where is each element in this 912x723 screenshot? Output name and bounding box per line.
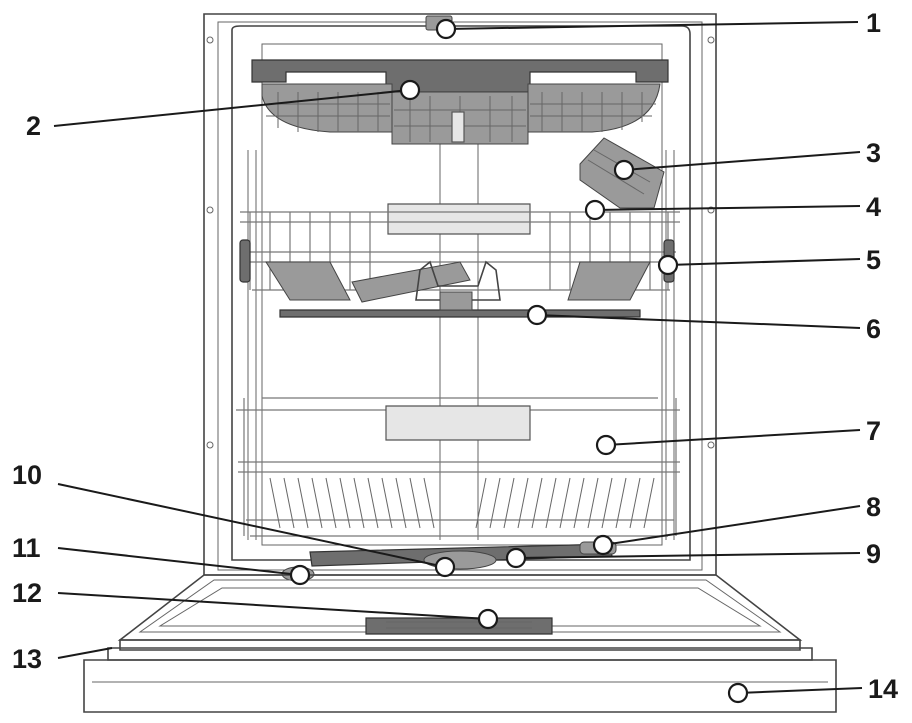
callout-9: 9 <box>866 539 881 569</box>
marker-14 <box>727 682 749 704</box>
marker-6 <box>526 304 548 326</box>
marker-9 <box>505 547 527 569</box>
leader-4 <box>594 205 861 211</box>
callout-8: 8 <box>866 492 881 522</box>
marker-12 <box>477 608 499 630</box>
marker-5 <box>657 254 679 276</box>
marker-8 <box>592 534 614 556</box>
callout-14: 14 <box>868 674 898 704</box>
leader-13 <box>57 647 113 659</box>
leader-14 <box>737 687 863 694</box>
callout-1: 1 <box>866 8 881 38</box>
leader-12 <box>57 592 489 620</box>
leader-1 <box>445 21 859 30</box>
marker-4 <box>584 199 606 221</box>
callout-5: 5 <box>866 245 881 275</box>
callout-4: 4 <box>866 192 881 222</box>
leader-7 <box>605 429 861 446</box>
leader-8 <box>602 505 861 546</box>
upper-basket <box>239 203 680 303</box>
callout-11: 11 <box>12 533 41 563</box>
leader-5 <box>667 258 861 266</box>
leader-11 <box>57 547 301 576</box>
cutlery-drawer <box>251 59 669 145</box>
callout-2: 2 <box>26 111 41 141</box>
leader-lines <box>53 21 863 694</box>
marker-2 <box>399 79 421 101</box>
door-front-panel <box>83 647 837 713</box>
marker-11 <box>289 564 311 586</box>
callout-markers <box>289 18 749 704</box>
leader-2 <box>53 89 411 127</box>
lower-basket <box>236 397 680 537</box>
marker-10 <box>434 556 456 578</box>
callout-13: 13 <box>12 644 42 674</box>
callout-6: 6 <box>866 314 881 344</box>
leader-6 <box>536 314 861 329</box>
callout-12: 12 <box>12 578 42 608</box>
callout-7: 7 <box>866 416 881 446</box>
marker-1 <box>435 18 457 40</box>
leader-10 <box>57 483 446 568</box>
leader-3 <box>623 151 861 171</box>
callout-10: 10 <box>12 460 42 490</box>
marker-7 <box>595 434 617 456</box>
marker-3 <box>613 159 635 181</box>
callout-numbers: 1 2 3 4 5 6 7 8 9 10 11 12 13 14 <box>12 8 898 704</box>
leader-9 <box>515 552 861 559</box>
callout-3: 3 <box>866 138 881 168</box>
open-door <box>117 574 803 651</box>
dishwasher-body <box>203 13 717 576</box>
